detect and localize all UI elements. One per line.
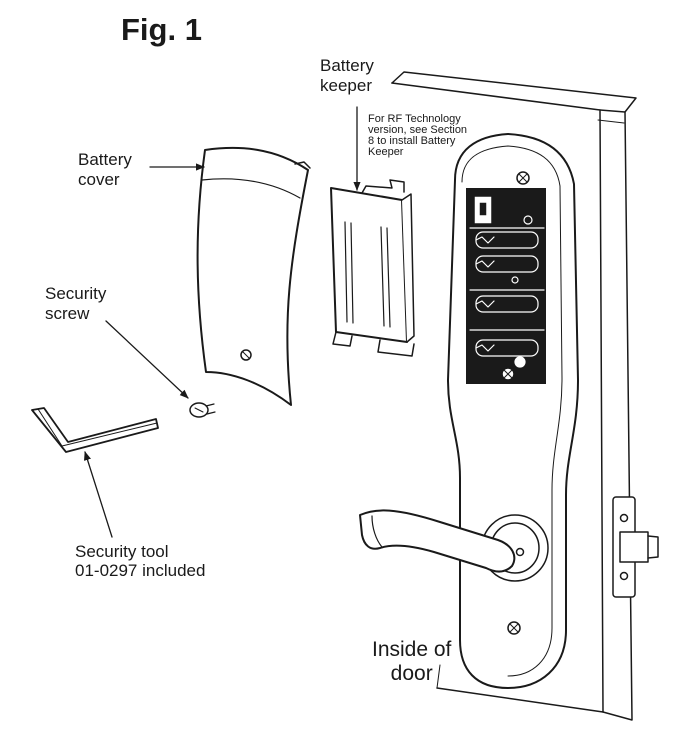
rf-technology-note: For RF Technology version, see Section 8…: [368, 114, 478, 158]
security-screw-part: [189, 402, 216, 418]
inside-of-door-label: Inside of door: [372, 638, 451, 686]
security-tool-label: Security tool 01-0297 included: [75, 542, 205, 580]
strike-plate: [612, 496, 659, 598]
inside-of-door-label-line2: door: [390, 662, 433, 685]
rf-note-line2: version, see Section: [368, 124, 468, 136]
security-tool-label-line2: 01-0297 included: [75, 561, 206, 580]
door-slab: [391, 71, 637, 721]
battery-keeper-label-line2: keeper: [320, 76, 372, 95]
battery-keeper-label: Battery keeper: [320, 56, 374, 96]
security-tool-label-line1: Security tool: [75, 542, 169, 561]
rf-note-line3: 8 to install Battery: [368, 135, 456, 147]
security-tool-part: [31, 407, 159, 453]
figure-title: Fig. 1: [121, 12, 202, 47]
battery-keeper-part: [330, 179, 415, 357]
lever-handle: [359, 509, 549, 582]
security-screw-label: Security screw: [45, 284, 106, 324]
rf-note-line4: Keeper: [368, 146, 404, 158]
battery-cover-label-line1: Battery: [78, 150, 132, 169]
battery-cover-part: [196, 146, 311, 406]
security-screw-label-line1: Security: [45, 284, 107, 303]
leader-lines: [84, 106, 361, 538]
battery-keeper-label-line1: Battery: [320, 56, 374, 75]
battery-cover-label-line2: cover: [78, 170, 120, 189]
battery-cover-label: Battery cover: [78, 150, 132, 190]
battery-compartment: [466, 188, 546, 384]
inside-of-door-label-line1: Inside of: [372, 638, 452, 661]
rf-note-line1: For RF Technology: [368, 113, 461, 125]
security-screw-label-line2: screw: [45, 304, 90, 323]
